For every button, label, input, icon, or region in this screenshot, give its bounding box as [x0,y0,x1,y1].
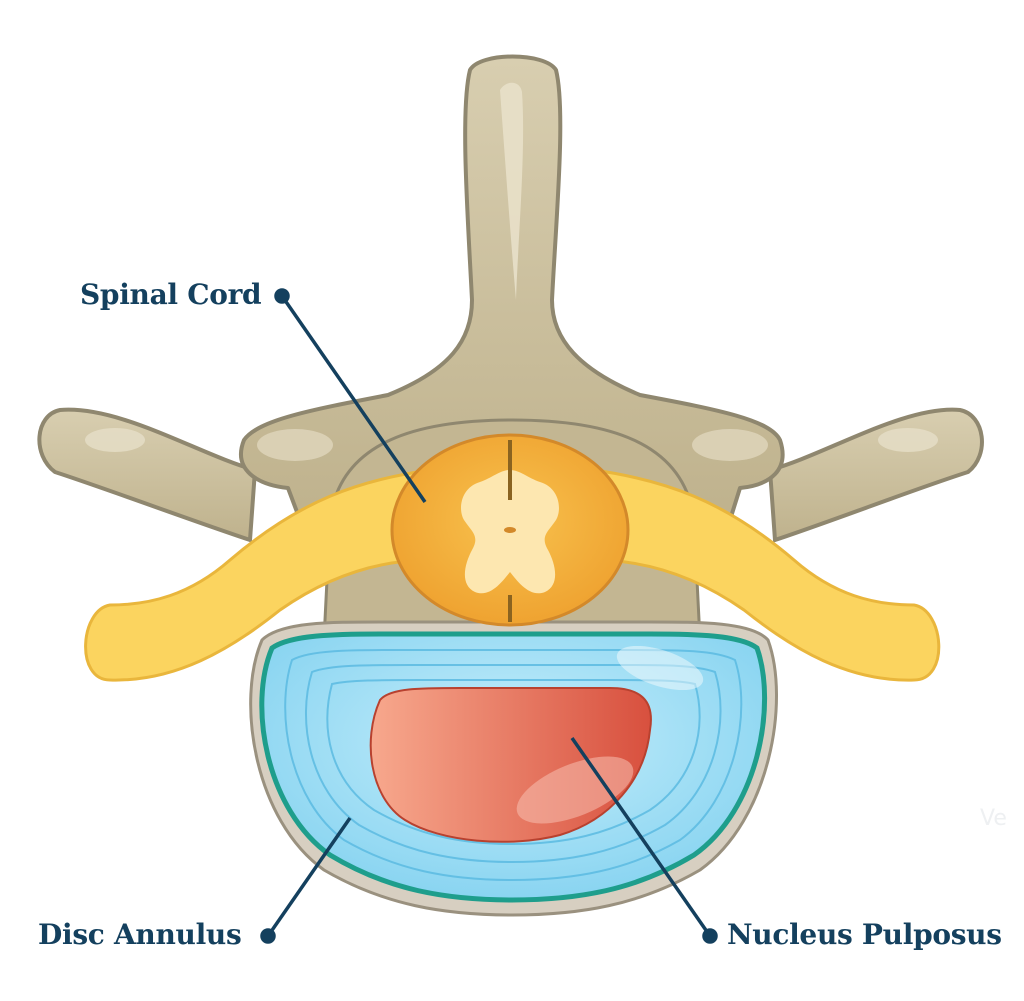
nucleus-pulposus-label: Nucleus Pulposus [727,918,1002,951]
left-transverse-process [37,407,258,543]
spinal-cord-label: Spinal Cord [80,278,262,311]
right-transverse-process [767,407,984,543]
watermark-text: Ve [980,806,1007,831]
disc-annulus-label: Disc Annulus [38,918,242,951]
left-nerve-root [84,468,432,682]
right-nerve-root [592,468,941,682]
nucleus-pulposus-leader [570,736,712,938]
spinous-process [239,54,785,522]
spinal-cord-leader [280,295,427,503]
disc-annulus-leader [266,817,352,937]
